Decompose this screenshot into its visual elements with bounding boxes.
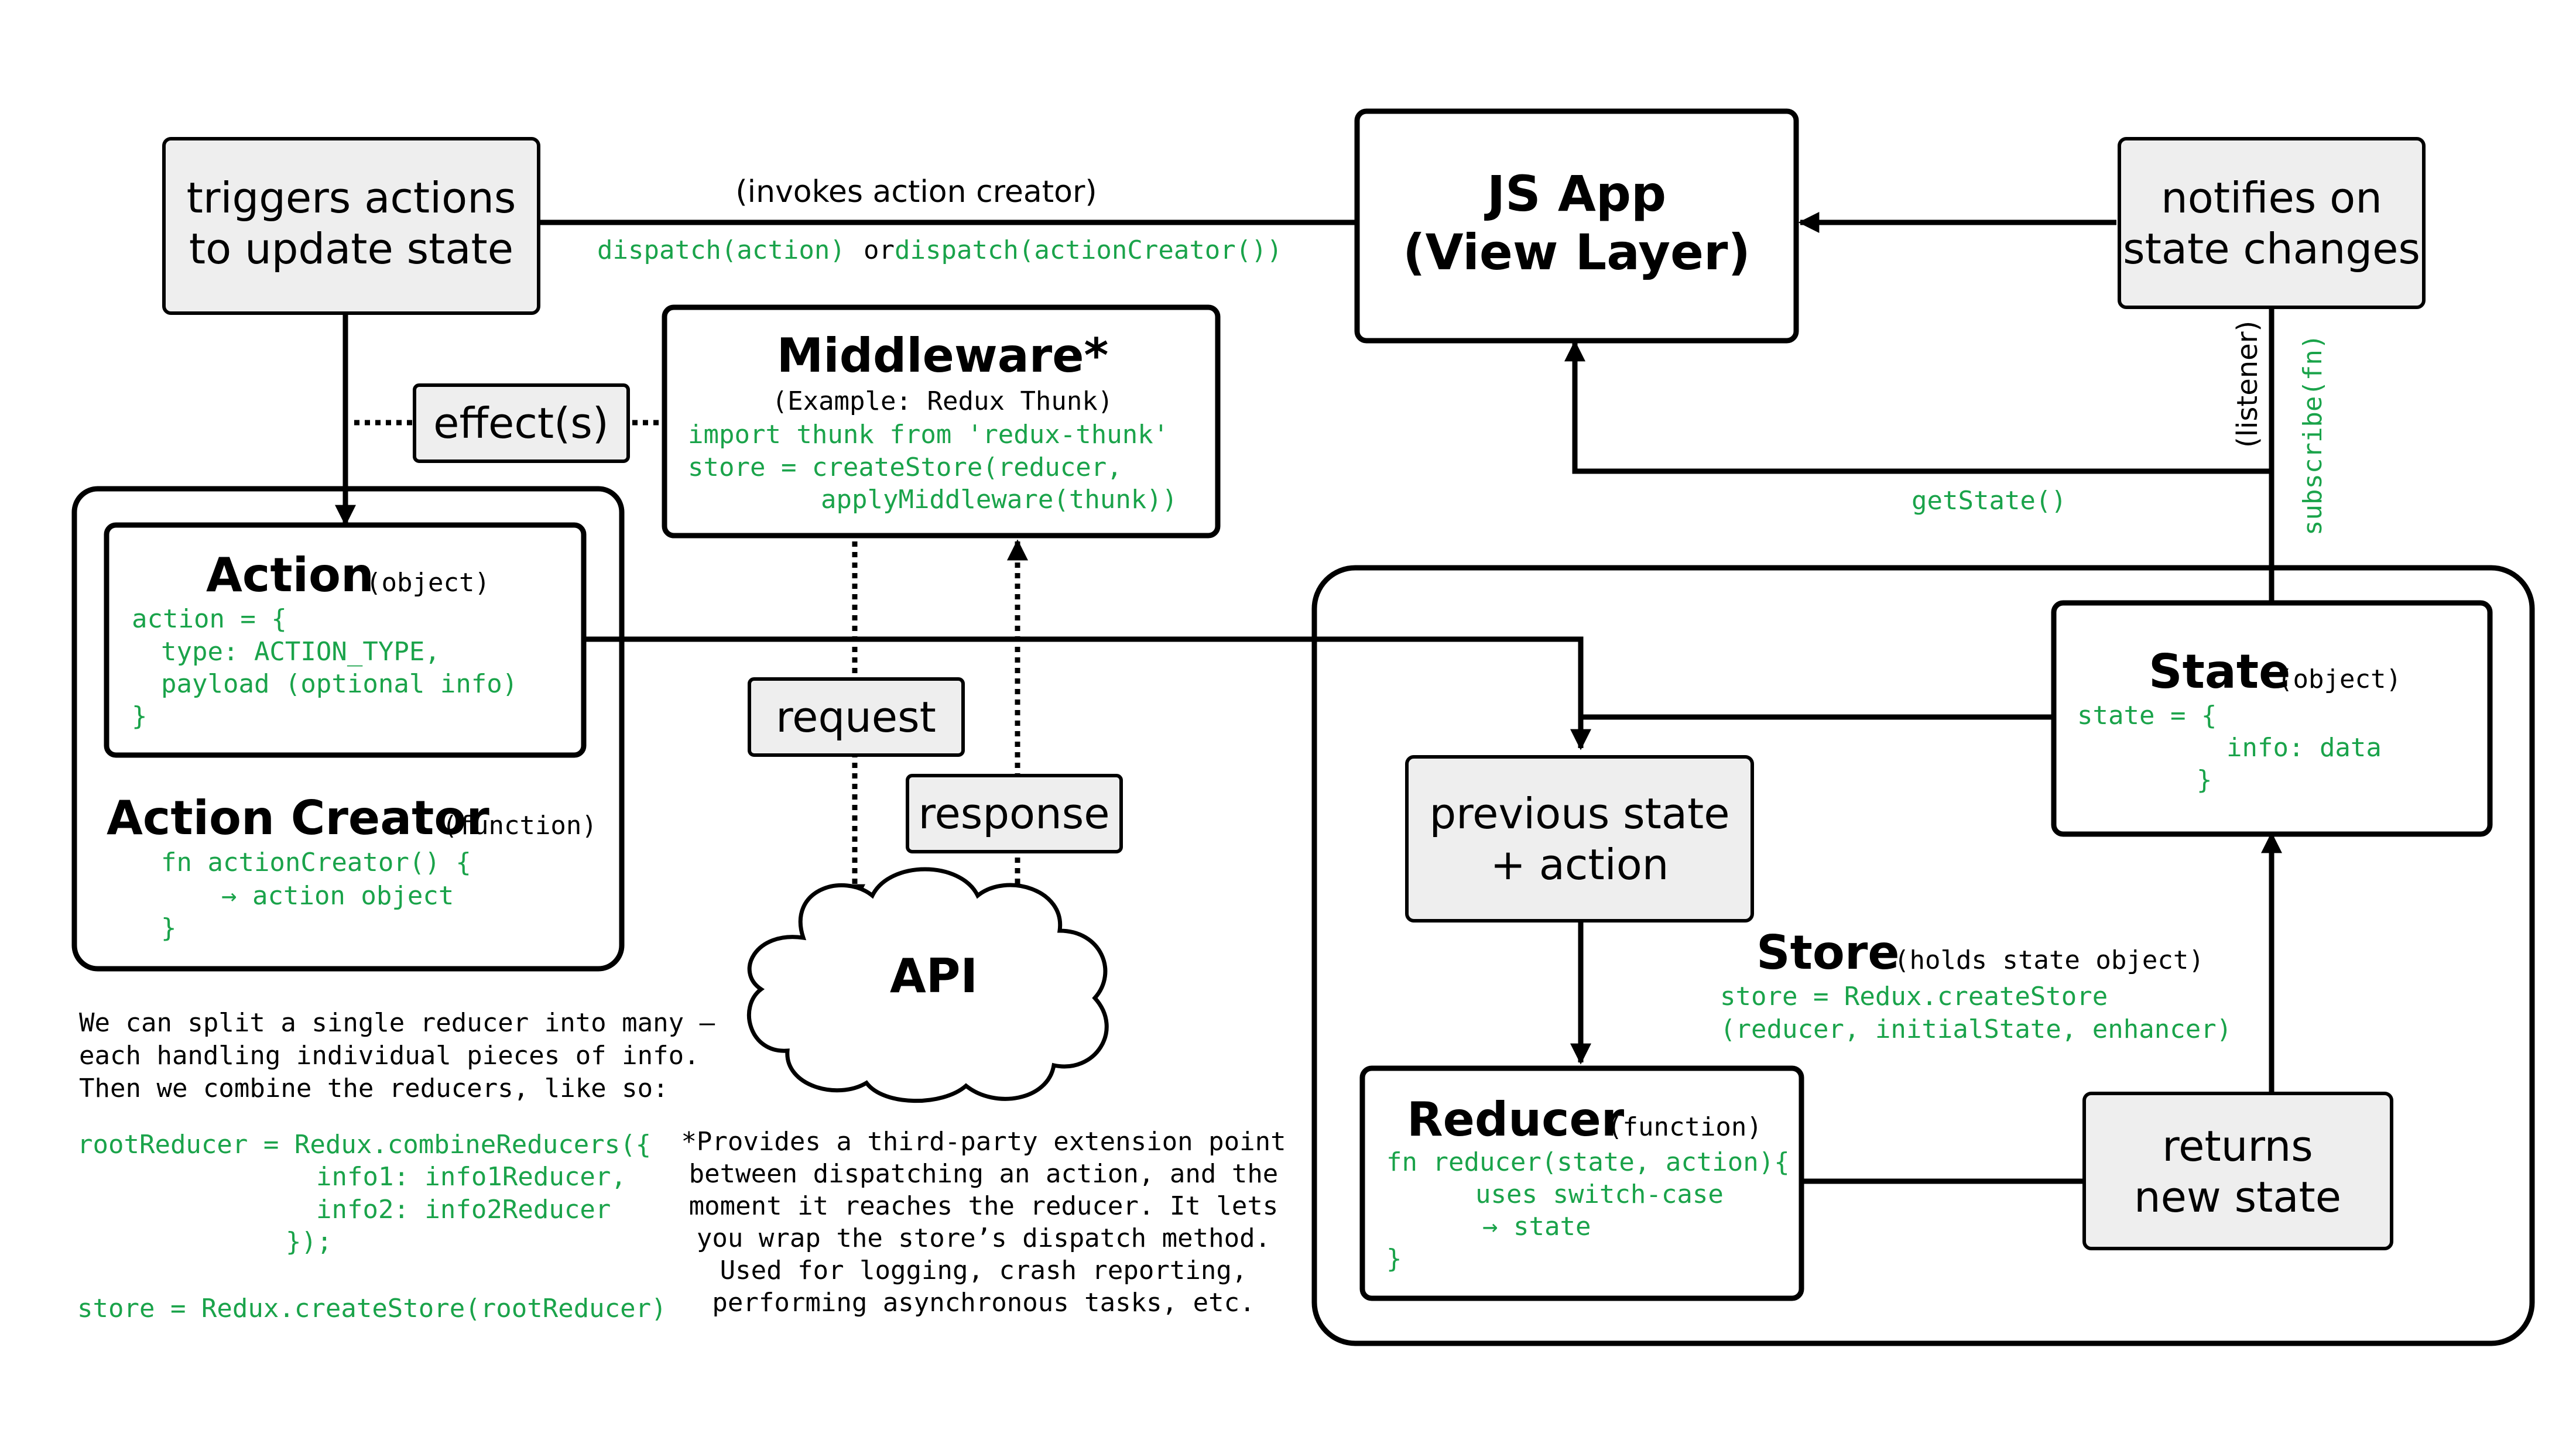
notifies-line1: notifies on (2161, 173, 2382, 222)
footnote-line3: moment it reaches the reducer. It lets (689, 1191, 1279, 1221)
footnote-line4: you wrap the store’s dispatch method. (697, 1223, 1270, 1253)
middleware-box: Middleware* (Example: Redux Thunk) impor… (662, 304, 1221, 539)
split-note-code4: }); (286, 1227, 332, 1257)
store-code-args: (reducer, initialState, enhancer) (1720, 1014, 2232, 1044)
middleware-title: Middleware* (777, 328, 1109, 383)
triggers-line1: triggers actions (187, 173, 516, 222)
state-kind: (object) (2277, 664, 2402, 694)
action-creator-code-close: } (161, 913, 177, 943)
listener-label: (listener) (2231, 321, 2264, 448)
request-box: request (748, 677, 965, 757)
effects-box: effect(s) (413, 383, 630, 463)
split-note-line3: Then we combine the reducers, like so: (79, 1074, 669, 1103)
previous-state-box: previous state + action (1405, 755, 1754, 923)
split-note-code5: store = Redux.createStore(rootReducer) (77, 1294, 667, 1323)
footnote-line6: performing asynchronous tasks, etc. (712, 1288, 1255, 1318)
reducer-code-fn: fn reducer(state, action){ (1386, 1147, 1790, 1177)
middleware-footnote: *Provides a third-party extension point … (681, 1127, 1286, 1318)
dispatch-action-code: dispatch(action) (597, 235, 845, 265)
js-app-subtitle: (View Layer) (1403, 224, 1751, 281)
dispatch-or: or (864, 235, 895, 265)
triggers-line2: to update state (189, 224, 513, 273)
reducer-code-switch: uses switch-case (1475, 1179, 1724, 1209)
action-creator-code-fn: fn actionCreator() { (161, 848, 471, 877)
reducer-box: Reducer (function) fn reducer(state, act… (1359, 1065, 1804, 1301)
split-note-code2: info1: info1Reducer, (316, 1162, 626, 1192)
notifies-line2: state changes (2123, 224, 2420, 273)
action-to-prev-state-arrow (585, 636, 1591, 750)
action-creator-title: Action Creator (107, 791, 489, 845)
footnote-line1: *Provides a third-party extension point (681, 1127, 1286, 1157)
js-app-box: JS App (View Layer) (1354, 108, 1799, 344)
footnote-line5: Used for logging, crash reporting, (720, 1256, 1248, 1285)
split-note-line1: We can split a single reducer into many … (79, 1008, 715, 1038)
footnote-line2: between dispatching an action, and the (689, 1159, 1279, 1189)
store-title: Store (1756, 925, 1900, 980)
store-code-create: store = Redux.createStore (1720, 982, 2108, 1011)
action-code-open: action = { (132, 604, 287, 634)
returns-box: returns new state (2082, 1092, 2393, 1250)
subscribe-label: subscribe(fn) (2298, 334, 2328, 536)
response-label: response (918, 789, 1109, 838)
action-code-close: } (132, 701, 148, 731)
store-kind: (holds state object) (1894, 945, 2204, 975)
returns-line2: new state (2134, 1172, 2341, 1222)
action-title: Action (206, 548, 374, 602)
reducer-code-return: → state (1482, 1212, 1591, 1242)
reducer-title: Reducer (1407, 1092, 1625, 1147)
split-note-code3: info2: info2Reducer (316, 1195, 611, 1225)
notifies-box: notifies on state changes (2118, 137, 2426, 309)
get-state-label: getState() (1912, 486, 2067, 516)
api-label: API (890, 949, 978, 1003)
action-creator-kind: (function) (442, 811, 597, 841)
state-code-close: } (2197, 765, 2212, 795)
js-app-title: JS App (1484, 165, 1666, 222)
returns-line1: returns (2162, 1122, 2313, 1171)
action-code-payload: payload (optional info) (161, 669, 518, 699)
connectors (335, 212, 2282, 1184)
dispatch-action-creator-code: dispatch(actionCreator()) (895, 235, 1282, 265)
split-reducer-note: We can split a single reducer into many … (77, 1008, 715, 1323)
split-note-line2: each handling individual pieces of info. (79, 1041, 700, 1071)
previous-state-line1: previous state (1429, 789, 1729, 838)
effects-label: effect(s) (433, 399, 609, 448)
triggers-box: triggers actions to update state (162, 137, 540, 315)
reducer-kind: (function) (1607, 1112, 1762, 1142)
middleware-example: (Example: Redux Thunk) (772, 386, 1114, 416)
get-state-arrow (1564, 340, 2272, 474)
request-label: request (776, 692, 936, 742)
reducer-code-close: } (1386, 1244, 1402, 1274)
api-cloud: API (746, 867, 1109, 1103)
state-code-open: state = { (2077, 701, 2217, 731)
invokes-label: (invokes action creator) (735, 174, 1097, 210)
state-code-info: info: data (2226, 733, 2382, 763)
middleware-code-store: store = createStore(reducer, (688, 452, 1122, 482)
action-creator-box: Action Creator (function) fn actionCreat… (71, 486, 625, 972)
middleware-code-import: import thunk from 'redux-thunk' (688, 420, 1169, 450)
previous-state-line2: + action (1491, 840, 1669, 889)
response-box: response (906, 774, 1123, 853)
action-box: Action (object) action = { type: ACTION_… (104, 522, 587, 758)
state-box: State (object) state = { info: data } (2051, 600, 2493, 837)
action-kind: (object) (366, 568, 490, 598)
store-box: Store (holds state object) store = Redux… (1311, 565, 2535, 1346)
state-title: State (2149, 644, 2290, 699)
split-note-code1: rootReducer = Redux.combineReducers({ (77, 1130, 651, 1160)
action-creator-code-return: → action object (221, 881, 454, 911)
middleware-code-apply: applyMiddleware(thunk)) (821, 485, 1177, 515)
action-code-type: type: ACTION_TYPE, (161, 637, 440, 667)
